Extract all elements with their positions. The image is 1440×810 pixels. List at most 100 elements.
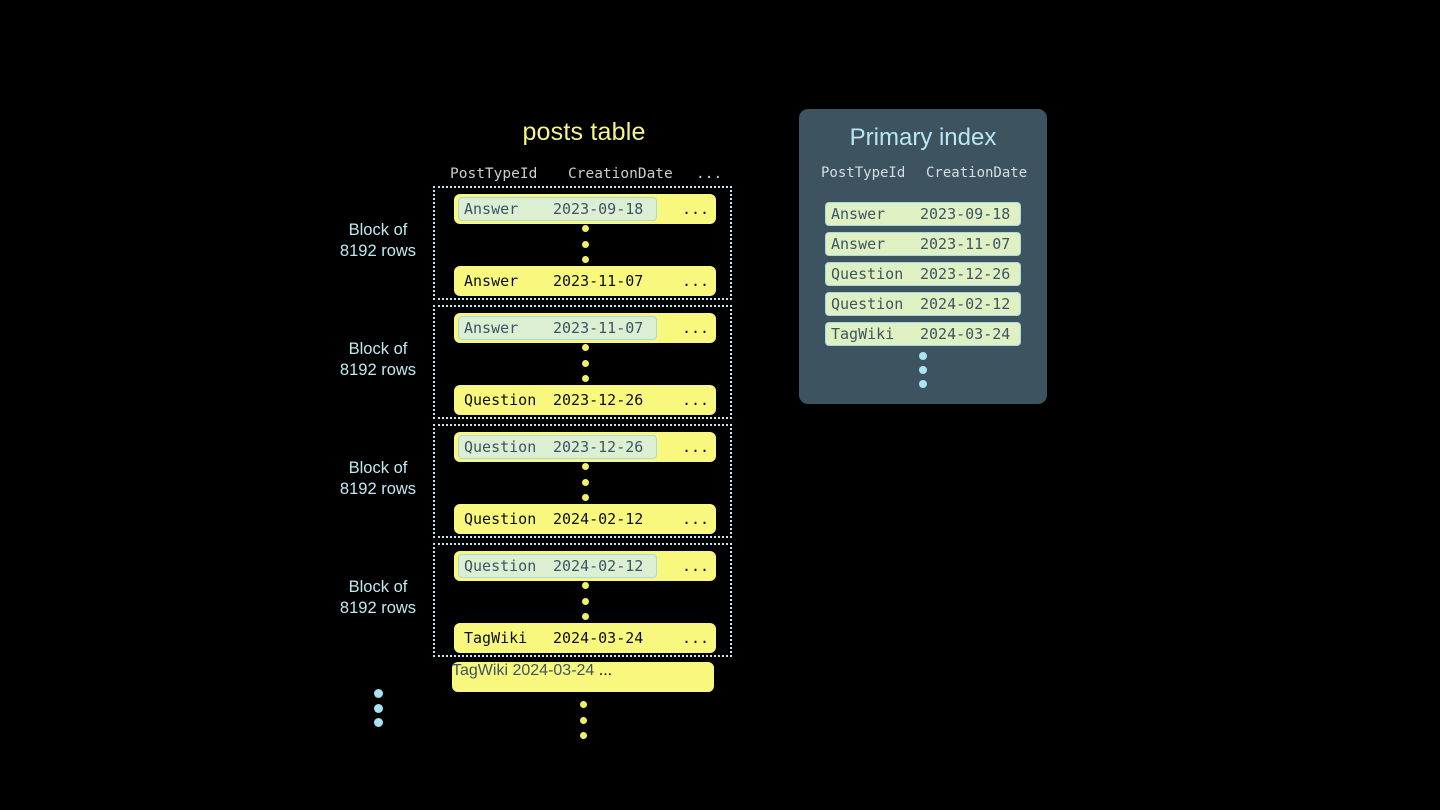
column-header-more: ... (696, 166, 723, 182)
block-of-rows: Block of 8192 rows Question 2023-12-26 .… (332, 424, 736, 542)
dot-icon (581, 225, 589, 232)
primary-index-rows: Answer 2023-09-18 Answer 2023-11-07 Ques… (825, 202, 1021, 352)
dot-icon (919, 380, 927, 388)
block-label-line-2: 8192 rows (339, 361, 417, 379)
cell-more: ... (682, 391, 710, 409)
cell-more: ... (682, 510, 710, 528)
primary-index-column-headers: PostTypeId CreationDate (821, 165, 1031, 185)
index-row[interactable]: TagWiki 2024-03-24 (825, 322, 1021, 346)
dot-icon (919, 366, 927, 374)
index-key-highlight (458, 316, 657, 340)
block-label-line-1: Block of (348, 459, 408, 477)
dot-icon (373, 703, 383, 713)
cell-posttypeid: Question (464, 438, 537, 456)
index-row[interactable]: Answer 2023-09-18 (825, 202, 1021, 226)
cell-posttypeid: TagWiki (452, 662, 509, 679)
blocks-ellipsis-dots (364, 686, 392, 730)
cell-creationdate: 2024-02-12 (553, 510, 644, 528)
index-column-header-creationdate: CreationDate (926, 165, 1028, 181)
table-row[interactable]: TagWiki 2024-03-24 ... (452, 662, 714, 692)
index-cell-creationdate: 2023-09-18 (920, 205, 1011, 223)
block-frame: Answer 2023-09-18 ... Answer 2023-11-07 … (433, 186, 732, 300)
dot-icon (373, 718, 383, 727)
block-label-line-1: Block of (348, 340, 408, 358)
cell-more: ... (682, 438, 710, 456)
dot-icon (579, 732, 587, 739)
cell-posttypeid: Answer (464, 200, 519, 218)
dot-icon (581, 256, 589, 263)
dot-icon (581, 494, 589, 501)
cell-creationdate: 2024-03-24 (512, 662, 595, 679)
index-cell-creationdate: 2023-12-26 (920, 265, 1011, 283)
trailing-section: TagWiki 2024-03-24 ... (332, 662, 736, 752)
cell-more: ... (682, 200, 710, 218)
dot-icon (579, 716, 587, 724)
cell-creationdate: 2023-09-18 (553, 200, 644, 218)
dot-icon (581, 375, 589, 382)
cell-posttypeid: TagWiki (464, 629, 528, 647)
dot-icon (581, 613, 589, 620)
cell-creationdate: 2023-11-07 (553, 272, 644, 290)
table-row[interactable]: Question 2024-02-12 ... (454, 551, 716, 581)
block-of-rows: Block of 8192 rows Question 2024-02-12 .… (332, 543, 736, 661)
cell-more: ... (682, 319, 710, 337)
table-row[interactable]: TagWiki 2024-03-24 ... (454, 623, 716, 653)
posts-table-blocks: Block of 8192 rows Answer 2023-09-18 ...… (332, 186, 736, 752)
cell-creationdate: 2023-11-07 (553, 319, 644, 337)
table-ellipsis-dots (452, 698, 714, 742)
dot-icon (581, 240, 589, 248)
index-row[interactable]: Question 2024-02-12 (825, 292, 1021, 316)
table-row[interactable]: Question 2023-12-26 ... (454, 432, 716, 462)
index-key-highlight (458, 435, 657, 459)
dot-icon (581, 478, 589, 486)
row-ellipsis-dots (454, 460, 716, 504)
index-row[interactable]: Question 2023-12-26 (825, 262, 1021, 286)
index-cell-posttypeid: TagWiki (831, 325, 895, 343)
table-row[interactable]: Answer 2023-11-07 ... (454, 313, 716, 343)
block-label: Block of 8192 rows (332, 220, 424, 262)
block-label-line-2: 8192 rows (339, 599, 417, 617)
table-row[interactable]: Answer 2023-09-18 ... (454, 194, 716, 224)
index-key-highlight (458, 554, 657, 578)
block-frame: Answer 2023-11-07 ... Question 2023-12-2… (433, 305, 732, 419)
table-row[interactable]: Question 2024-02-12 ... (454, 504, 716, 534)
index-cell-creationdate: 2024-03-24 (920, 325, 1011, 343)
column-header-creationdate: CreationDate (568, 166, 673, 182)
index-column-header-posttypeid: PostTypeId (821, 165, 906, 181)
dot-icon (919, 352, 927, 360)
cell-more: ... (598, 662, 613, 679)
primary-index-title: Primary index (849, 124, 997, 151)
column-header-posttypeid: PostTypeId (450, 166, 538, 182)
index-row[interactable]: Answer 2023-11-07 (825, 232, 1021, 256)
cell-posttypeid: Answer (464, 319, 519, 337)
dot-icon (581, 359, 589, 367)
cell-posttypeid: Question (464, 391, 537, 409)
table-row[interactable]: Question 2023-12-26 ... (454, 385, 716, 415)
index-cell-posttypeid: Answer (831, 235, 886, 253)
block-of-rows: Block of 8192 rows Answer 2023-11-07 ...… (332, 305, 736, 423)
index-key-highlight (458, 197, 657, 221)
block-frame: Question 2024-02-12 ... TagWiki 2024-03-… (433, 543, 732, 657)
posts-table-column-headers: PostTypeId CreationDate ... (450, 166, 736, 186)
block-label: Block of 8192 rows (332, 577, 424, 619)
cell-creationdate: 2023-12-26 (553, 438, 644, 456)
row-ellipsis-dots (454, 222, 716, 266)
cell-creationdate: 2023-12-26 (553, 391, 644, 409)
posts-table-title: posts table (522, 118, 646, 146)
dot-icon (581, 582, 589, 589)
index-cell-posttypeid: Question (831, 265, 904, 283)
block-frame: Question 2023-12-26 ... Question 2024-02… (433, 424, 732, 538)
dot-icon (581, 597, 589, 605)
block-of-rows: Block of 8192 rows Answer 2023-09-18 ...… (332, 186, 736, 304)
index-cell-creationdate: 2024-02-12 (920, 295, 1011, 313)
index-ellipsis-dots (799, 349, 1047, 391)
cell-more: ... (682, 272, 710, 290)
table-row[interactable]: Answer 2023-11-07 ... (454, 266, 716, 296)
index-cell-posttypeid: Question (831, 295, 904, 313)
cell-more: ... (682, 557, 710, 575)
dot-icon (373, 689, 383, 698)
cell-posttypeid: Question (464, 510, 537, 528)
index-cell-posttypeid: Answer (831, 205, 886, 223)
cell-creationdate: 2024-02-12 (553, 557, 644, 575)
block-label-line-1: Block of (348, 578, 408, 596)
